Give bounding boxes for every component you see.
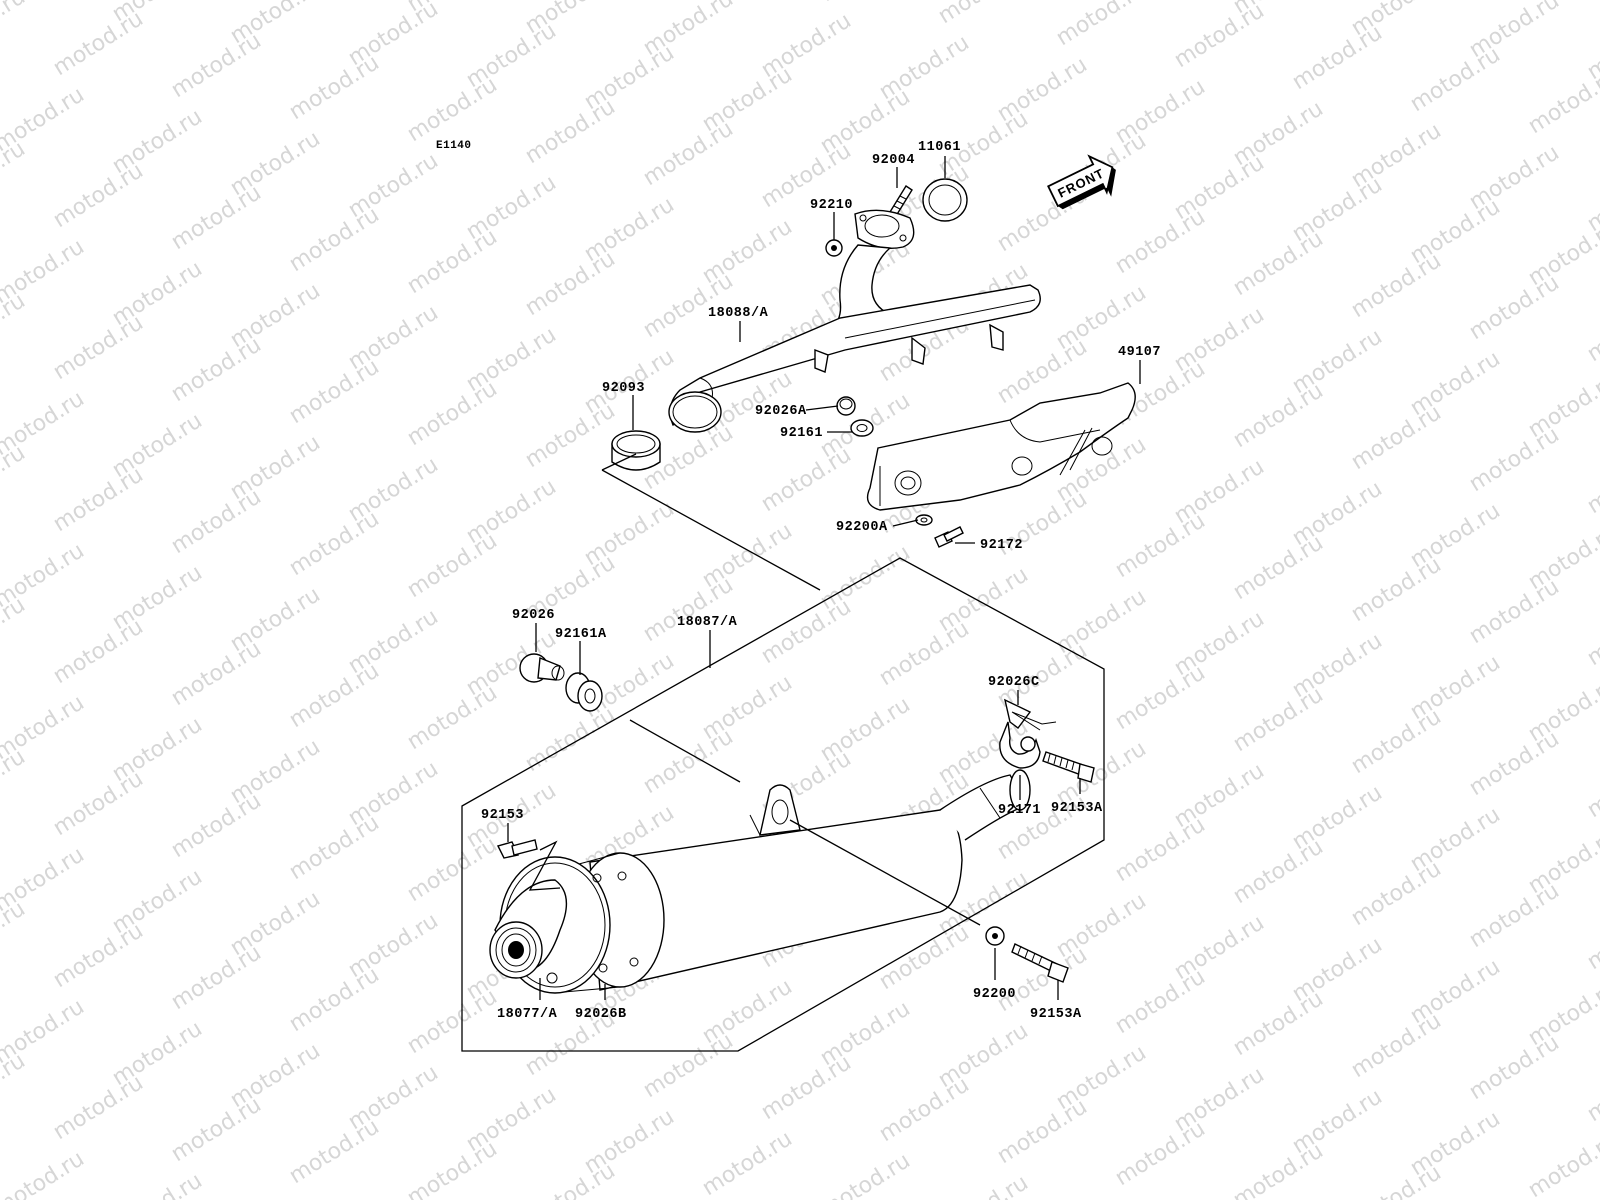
mount-grommet-part bbox=[565, 672, 603, 712]
muffler-washer-part bbox=[985, 926, 1005, 946]
label-92200A: 92200A bbox=[836, 520, 888, 535]
heat-guard-bolt-part bbox=[934, 526, 964, 548]
label-92153A-muffler: 92153A bbox=[1030, 1007, 1082, 1022]
gasket-part bbox=[922, 178, 968, 222]
label-92210: 92210 bbox=[810, 198, 853, 213]
label-leaders bbox=[507, 156, 1141, 1000]
label-49107: 49107 bbox=[1118, 345, 1161, 360]
grommet-part bbox=[850, 419, 874, 437]
muffler-part bbox=[489, 769, 1031, 994]
end-cap-leader-line bbox=[528, 840, 561, 891]
label-92161: 92161 bbox=[780, 426, 823, 441]
muffler-bolt-part bbox=[1011, 943, 1069, 983]
label-92200: 92200 bbox=[973, 987, 1016, 1002]
label-18088A: 18088/A bbox=[708, 306, 769, 321]
collar-part bbox=[611, 430, 661, 471]
label-18077A: 18077/A bbox=[497, 1007, 558, 1022]
label-92004: 92004 bbox=[872, 153, 915, 168]
collar-leader-line bbox=[601, 453, 821, 591]
muffler-bolt-leader-line bbox=[789, 819, 981, 926]
label-11061: 11061 bbox=[918, 140, 961, 155]
grommet-leader-line bbox=[629, 719, 741, 783]
diagram-code: E1140 bbox=[436, 140, 472, 152]
label-92093: 92093 bbox=[602, 381, 645, 396]
collar-bolt-part bbox=[836, 396, 856, 416]
exhaust-header-pipe bbox=[668, 209, 1041, 433]
clamp-part bbox=[999, 698, 1057, 769]
mount-bolt-part bbox=[519, 653, 565, 683]
front-arrow-icon: FRONT bbox=[1047, 154, 1116, 210]
washer-part bbox=[915, 514, 933, 526]
label-92161A: 92161A bbox=[555, 627, 607, 642]
label-92172: 92172 bbox=[980, 538, 1023, 553]
end-cap-bolt-part bbox=[496, 839, 538, 859]
label-92026A: 92026A bbox=[755, 404, 807, 419]
label-18087A: 18087/A bbox=[677, 615, 738, 630]
label-92026: 92026 bbox=[512, 608, 555, 623]
nut-part bbox=[825, 239, 843, 257]
label-92153A-clamp: 92153A bbox=[1051, 801, 1103, 816]
clamp-bolt-part bbox=[1042, 751, 1095, 783]
label-92171: 92171 bbox=[998, 803, 1041, 818]
label-92153: 92153 bbox=[481, 808, 524, 823]
part-labels: 11061 92004 92210 18088/A 49107 92093 92… bbox=[481, 140, 1161, 1022]
assembly-frame bbox=[461, 557, 1105, 1052]
label-92026C: 92026C bbox=[988, 675, 1040, 690]
label-92026B: 92026B bbox=[575, 1007, 627, 1022]
stud-part bbox=[889, 185, 913, 217]
heat-guard-part bbox=[866, 382, 1136, 511]
